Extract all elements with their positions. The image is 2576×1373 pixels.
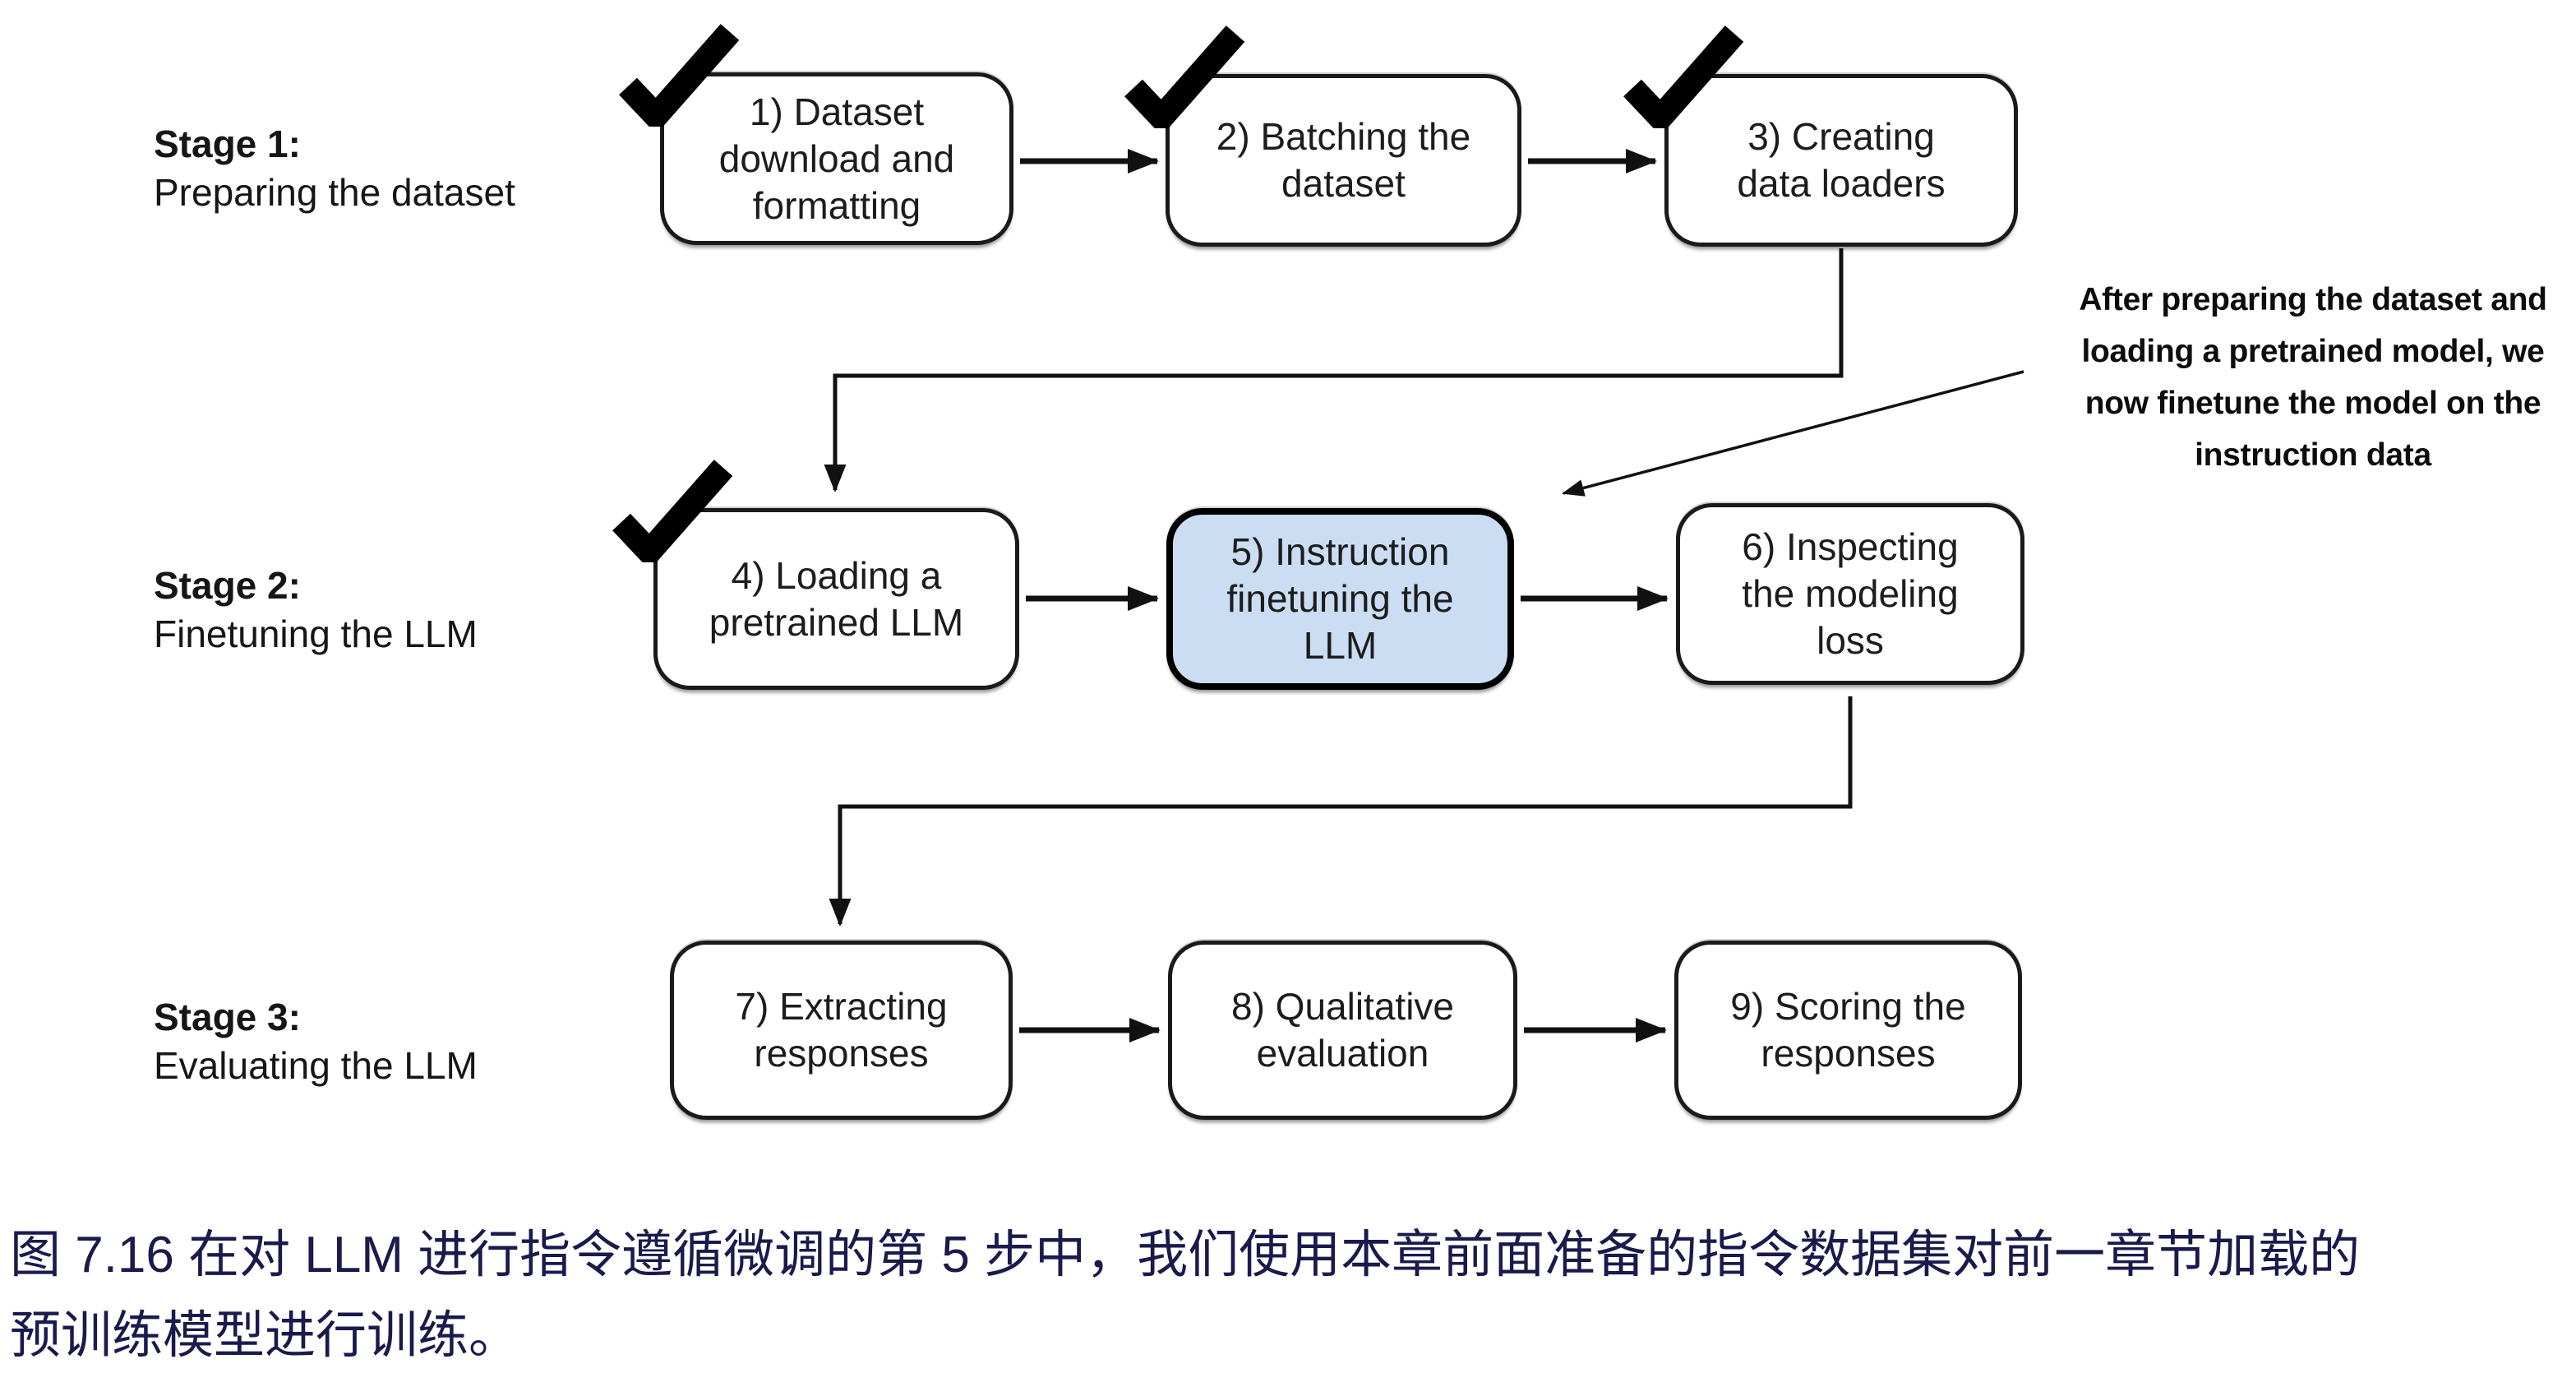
step-box-8-label: 8) Qualitative evaluation: [1230, 985, 1454, 1075]
stage-3-subtitle: Evaluating the LLM: [154, 1044, 478, 1087]
step-box-2: 2) Batching the dataset: [1124, 25, 1521, 247]
step-box-6: 6) Inspecting the modeling loss: [1676, 503, 2024, 685]
step-box-2-label: 2) Batching the dataset: [1216, 115, 1471, 205]
stage-1-subtitle: Preparing the dataset: [154, 171, 515, 214]
figure-caption-line-1: 图 7.16 在对 LLM 进行指令遵循微调的第 5 步中，我们使用本章前面准备…: [10, 1227, 2361, 1283]
stage-3-title: Stage 3:: [154, 996, 301, 1038]
check-icon: [612, 460, 733, 562]
step-box-4: 4) Loading a pretrained LLM: [612, 460, 1019, 690]
figure-caption: 图 7.16 在对 LLM 进行指令遵循微调的第 5 步中，我们使用本章前面准备…: [10, 1215, 2566, 1373]
elbow-box3-box4: [824, 248, 1844, 492]
check-icon: [619, 24, 740, 127]
annotation-arrow: [1562, 370, 2024, 497]
stage-2-subtitle: Finetuning the LLM: [154, 613, 478, 655]
check-icon: [1124, 25, 1245, 128]
step-box-9-label: 9) Scoring the responses: [1730, 985, 1966, 1075]
step-box-9: 9) Scoring the responses: [1674, 941, 2022, 1120]
step-box-3: 3) Creating data loaders: [1623, 25, 2018, 247]
elbow-box6-box7: [829, 696, 1853, 927]
step-box-7: 7) Extracting responses: [670, 941, 1013, 1120]
step-box-5-highlighted: 5) Instruction finetuning the LLM: [1166, 508, 1514, 690]
annotation-note: After preparing the dataset and loading …: [2079, 282, 2547, 473]
step-box-8: 8) Qualitative evaluation: [1168, 941, 1517, 1120]
stage-2-title: Stage 2:: [154, 564, 301, 607]
stage-2-label: Stage 2: Finetuning the LLM: [154, 562, 478, 659]
step-box-1: 1) Dataset download and formatting: [619, 24, 1013, 245]
stage-1-title: Stage 1:: [154, 123, 301, 165]
step-box-3-label: 3) Creating data loaders: [1737, 115, 1946, 205]
figure-caption-line-2: 预训练模型进行训练。: [10, 1307, 520, 1364]
check-icon: [1623, 25, 1744, 128]
stage-3-label: Stage 3: Evaluating the LLM: [154, 993, 478, 1090]
step-box-7-label: 7) Extracting responses: [735, 985, 948, 1075]
stage-1-label: Stage 1: Preparing the dataset: [154, 120, 515, 217]
step-box-4-label: 4) Loading a pretrained LLM: [709, 553, 964, 644]
step-box-1-label: 1) Dataset download and formatting: [718, 90, 955, 227]
step-box-6-label: 6) Inspecting the modeling loss: [1742, 525, 1959, 662]
step-box-5-label: 5) Instruction finetuning the LLM: [1226, 530, 1454, 667]
